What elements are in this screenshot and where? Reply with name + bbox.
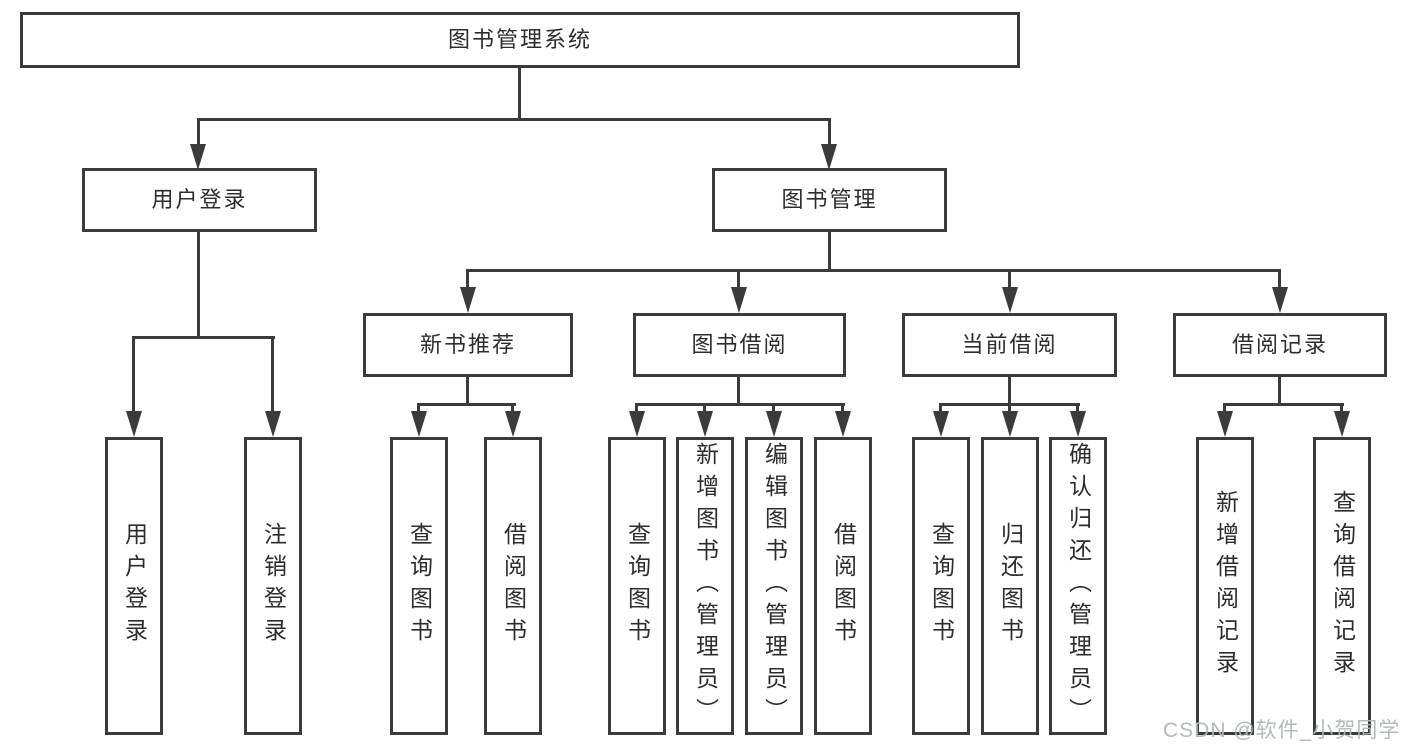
node-book-borrow: 图书借阅 (633, 313, 846, 377)
arrow-down-icon (835, 411, 851, 437)
node-borrow-records-label: 借阅记录 (1231, 332, 1328, 357)
connector-line (466, 269, 469, 287)
connector-line (197, 118, 831, 121)
connector-line (132, 336, 275, 339)
leaf-add-books-admin: 新增图书（管理员） (676, 437, 734, 735)
leaf-add-borrow-record-label: 新增借阅记录 (1212, 490, 1239, 682)
leaf-logout: 注销登录 (244, 437, 302, 735)
arrow-down-icon (697, 411, 713, 437)
leaf-query-borrow-record-label: 查询借阅记录 (1329, 490, 1356, 682)
node-book-management-label: 图书管理 (781, 187, 878, 212)
leaf-borrow-books-recommend: 借阅图书 (484, 437, 542, 735)
connector-line (703, 403, 706, 411)
leaf-borrow-books-label: 借阅图书 (830, 522, 857, 650)
connector-line (132, 336, 135, 411)
node-current-borrow: 当前借阅 (902, 313, 1117, 377)
arrow-down-icon (1334, 411, 1350, 437)
connector-line (1278, 377, 1281, 406)
connector-line (1340, 403, 1343, 411)
arrow-down-icon (411, 411, 427, 437)
node-root: 图书管理系统 (20, 12, 1020, 68)
node-new-book-recommend-label: 新书推荐 (419, 332, 516, 357)
leaf-query-books-recommend-label: 查询图书 (406, 522, 433, 650)
arrow-down-icon (126, 411, 142, 437)
node-current-borrow-label: 当前借阅 (961, 332, 1058, 357)
node-book-management: 图书管理 (712, 168, 947, 232)
connector-line (828, 232, 831, 272)
connector-line (518, 68, 521, 121)
leaf-query-books-borrow-label: 查询图书 (624, 522, 651, 650)
connector-line (737, 269, 740, 287)
node-book-borrow-label: 图书借阅 (691, 332, 788, 357)
connector-line (841, 403, 844, 411)
connector-line (1008, 403, 1011, 411)
connector-line (466, 377, 469, 406)
watermark: CSDN @软件_小贺同学 (1163, 719, 1401, 742)
connector-line (417, 403, 516, 406)
arrow-down-icon (1002, 411, 1018, 437)
leaf-user-login: 用户登录 (105, 437, 163, 735)
arrow-down-icon (821, 144, 837, 170)
connector-line (635, 403, 638, 411)
leaf-edit-books-admin-label: 编辑图书（管理员） (761, 442, 788, 730)
leaf-query-books-borrow: 查询图书 (608, 437, 666, 735)
leaf-query-borrow-record: 查询借阅记录 (1313, 437, 1371, 735)
connector-line (1008, 269, 1011, 287)
connector-line (772, 403, 775, 411)
arrow-down-icon (766, 411, 782, 437)
arrow-down-icon (190, 144, 206, 170)
connector-line (197, 118, 200, 144)
leaf-confirm-return-admin-label: 确认归还（管理员） (1065, 442, 1092, 730)
leaf-confirm-return-admin: 确认归还（管理员） (1049, 437, 1107, 735)
arrow-down-icon (731, 287, 747, 313)
connector-line (1278, 269, 1281, 287)
connector-line (417, 403, 420, 411)
leaf-query-books-recommend: 查询图书 (390, 437, 448, 735)
leaf-add-borrow-record: 新增借阅记录 (1196, 437, 1254, 735)
arrow-down-icon (460, 287, 476, 313)
leaf-return-books-label: 归还图书 (997, 522, 1024, 650)
leaf-edit-books-admin: 编辑图书（管理员） (745, 437, 803, 735)
leaf-return-books: 归还图书 (981, 437, 1039, 735)
connector-line (1223, 403, 1344, 406)
connector-line (197, 232, 200, 336)
connector-line (1008, 377, 1011, 406)
arrow-down-icon (629, 411, 645, 437)
leaf-add-books-admin-label: 新增图书（管理员） (692, 442, 719, 730)
connector-line (1223, 403, 1226, 411)
connector-line (466, 269, 1281, 272)
connector-line (939, 403, 942, 411)
leaf-borrow-books: 借阅图书 (814, 437, 872, 735)
connector-line (635, 403, 845, 406)
arrow-down-icon (1272, 287, 1288, 313)
connector-line (828, 118, 831, 144)
leaf-borrow-books-recommend-label: 借阅图书 (500, 522, 527, 650)
arrow-down-icon (1070, 411, 1086, 437)
leaf-query-books-current-label: 查询图书 (928, 522, 955, 650)
connector-line (271, 336, 274, 411)
node-user-login-label: 用户登录 (151, 187, 248, 212)
node-new-book-recommend: 新书推荐 (363, 313, 573, 377)
node-borrow-records: 借阅记录 (1173, 313, 1387, 377)
connector-line (1076, 403, 1079, 411)
leaf-query-books-current: 查询图书 (912, 437, 970, 735)
arrow-down-icon (505, 411, 521, 437)
arrow-down-icon (1217, 411, 1233, 437)
arrow-down-icon (933, 411, 949, 437)
connector-line (737, 377, 740, 406)
node-root-label: 图书管理系统 (447, 27, 592, 52)
leaf-logout-label: 注销登录 (260, 522, 287, 650)
arrow-down-icon (265, 411, 281, 437)
node-user-login: 用户登录 (82, 168, 317, 232)
arrow-down-icon (1002, 287, 1018, 313)
leaf-user-login-label: 用户登录 (121, 522, 148, 650)
connector-line (511, 403, 514, 411)
